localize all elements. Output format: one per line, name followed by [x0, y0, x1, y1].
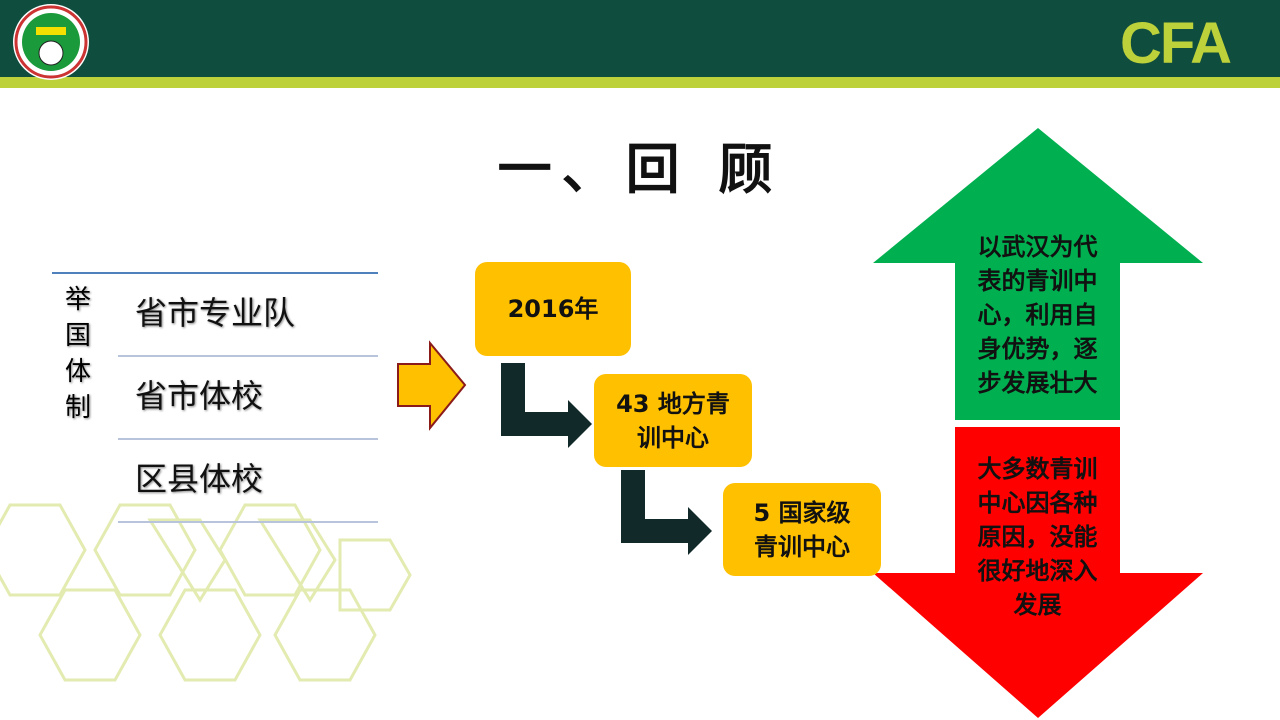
flow-box-text: 青训中心 [754, 532, 850, 561]
system-label-char: 体 [64, 357, 91, 387]
text-line: 心，利用自 [977, 301, 1098, 329]
cfa-emblem-logo [13, 4, 89, 80]
header-bar [0, 0, 1280, 77]
down-arrow-shape [873, 427, 1203, 718]
row-divider [118, 438, 378, 440]
flow-box-national-centers: 5 国家级 青训中心 [723, 483, 881, 576]
up-arrow-text: 以武汉为代 表的青训中 心，利用自 身优势，逐 步发展壮大 [960, 230, 1115, 400]
system-label-char: 国 [64, 321, 91, 351]
system-row: 省市专业队 [135, 294, 296, 332]
system-label-char: 举 [64, 285, 91, 315]
flow-box-text: 43 地方青 [616, 389, 730, 418]
system-label-char: 制 [64, 393, 91, 423]
elbow-arrow [621, 470, 712, 555]
header-accent-strip [0, 77, 1280, 88]
system-row: 省市体校 [135, 377, 264, 415]
text-line: 身优势，逐 [977, 335, 1098, 363]
text-line: 发展 [1013, 591, 1062, 619]
system-label: 举 国 体 制 [62, 282, 94, 426]
flow-box-text: 训中心 [637, 423, 709, 452]
down-arrow-text: 大多数青训 中心因各种 原因，没能 很好地深入 发展 [960, 452, 1115, 622]
flow-box-text: 2016年 [507, 295, 599, 323]
text-line: 很好地深入 [977, 557, 1098, 585]
flow-box-text: 5 国家级 [753, 498, 851, 527]
elbow-arrow [501, 363, 592, 448]
flow-box-2016: 2016年 [475, 262, 631, 356]
row-divider [118, 521, 378, 523]
flow-box-local-centers: 43 地方青 训中心 [594, 374, 752, 467]
row-divider [118, 355, 378, 357]
text-line: 步发展壮大 [977, 369, 1098, 397]
text-line: 原因，没能 [977, 523, 1098, 551]
text-line: 以武汉为代 [977, 233, 1098, 261]
text-line: 大多数青训 [977, 455, 1098, 483]
cfa-brand-logo: CFA [1120, 11, 1232, 76]
table-top-divider [52, 272, 378, 274]
page-title: 一、回 顾 [497, 137, 783, 201]
transition-arrow [397, 340, 467, 431]
text-line: 中心因各种 [977, 489, 1098, 517]
up-arrow-shape [873, 128, 1203, 420]
text-line: 表的青训中 [977, 267, 1098, 295]
system-row: 区县体校 [135, 460, 264, 498]
